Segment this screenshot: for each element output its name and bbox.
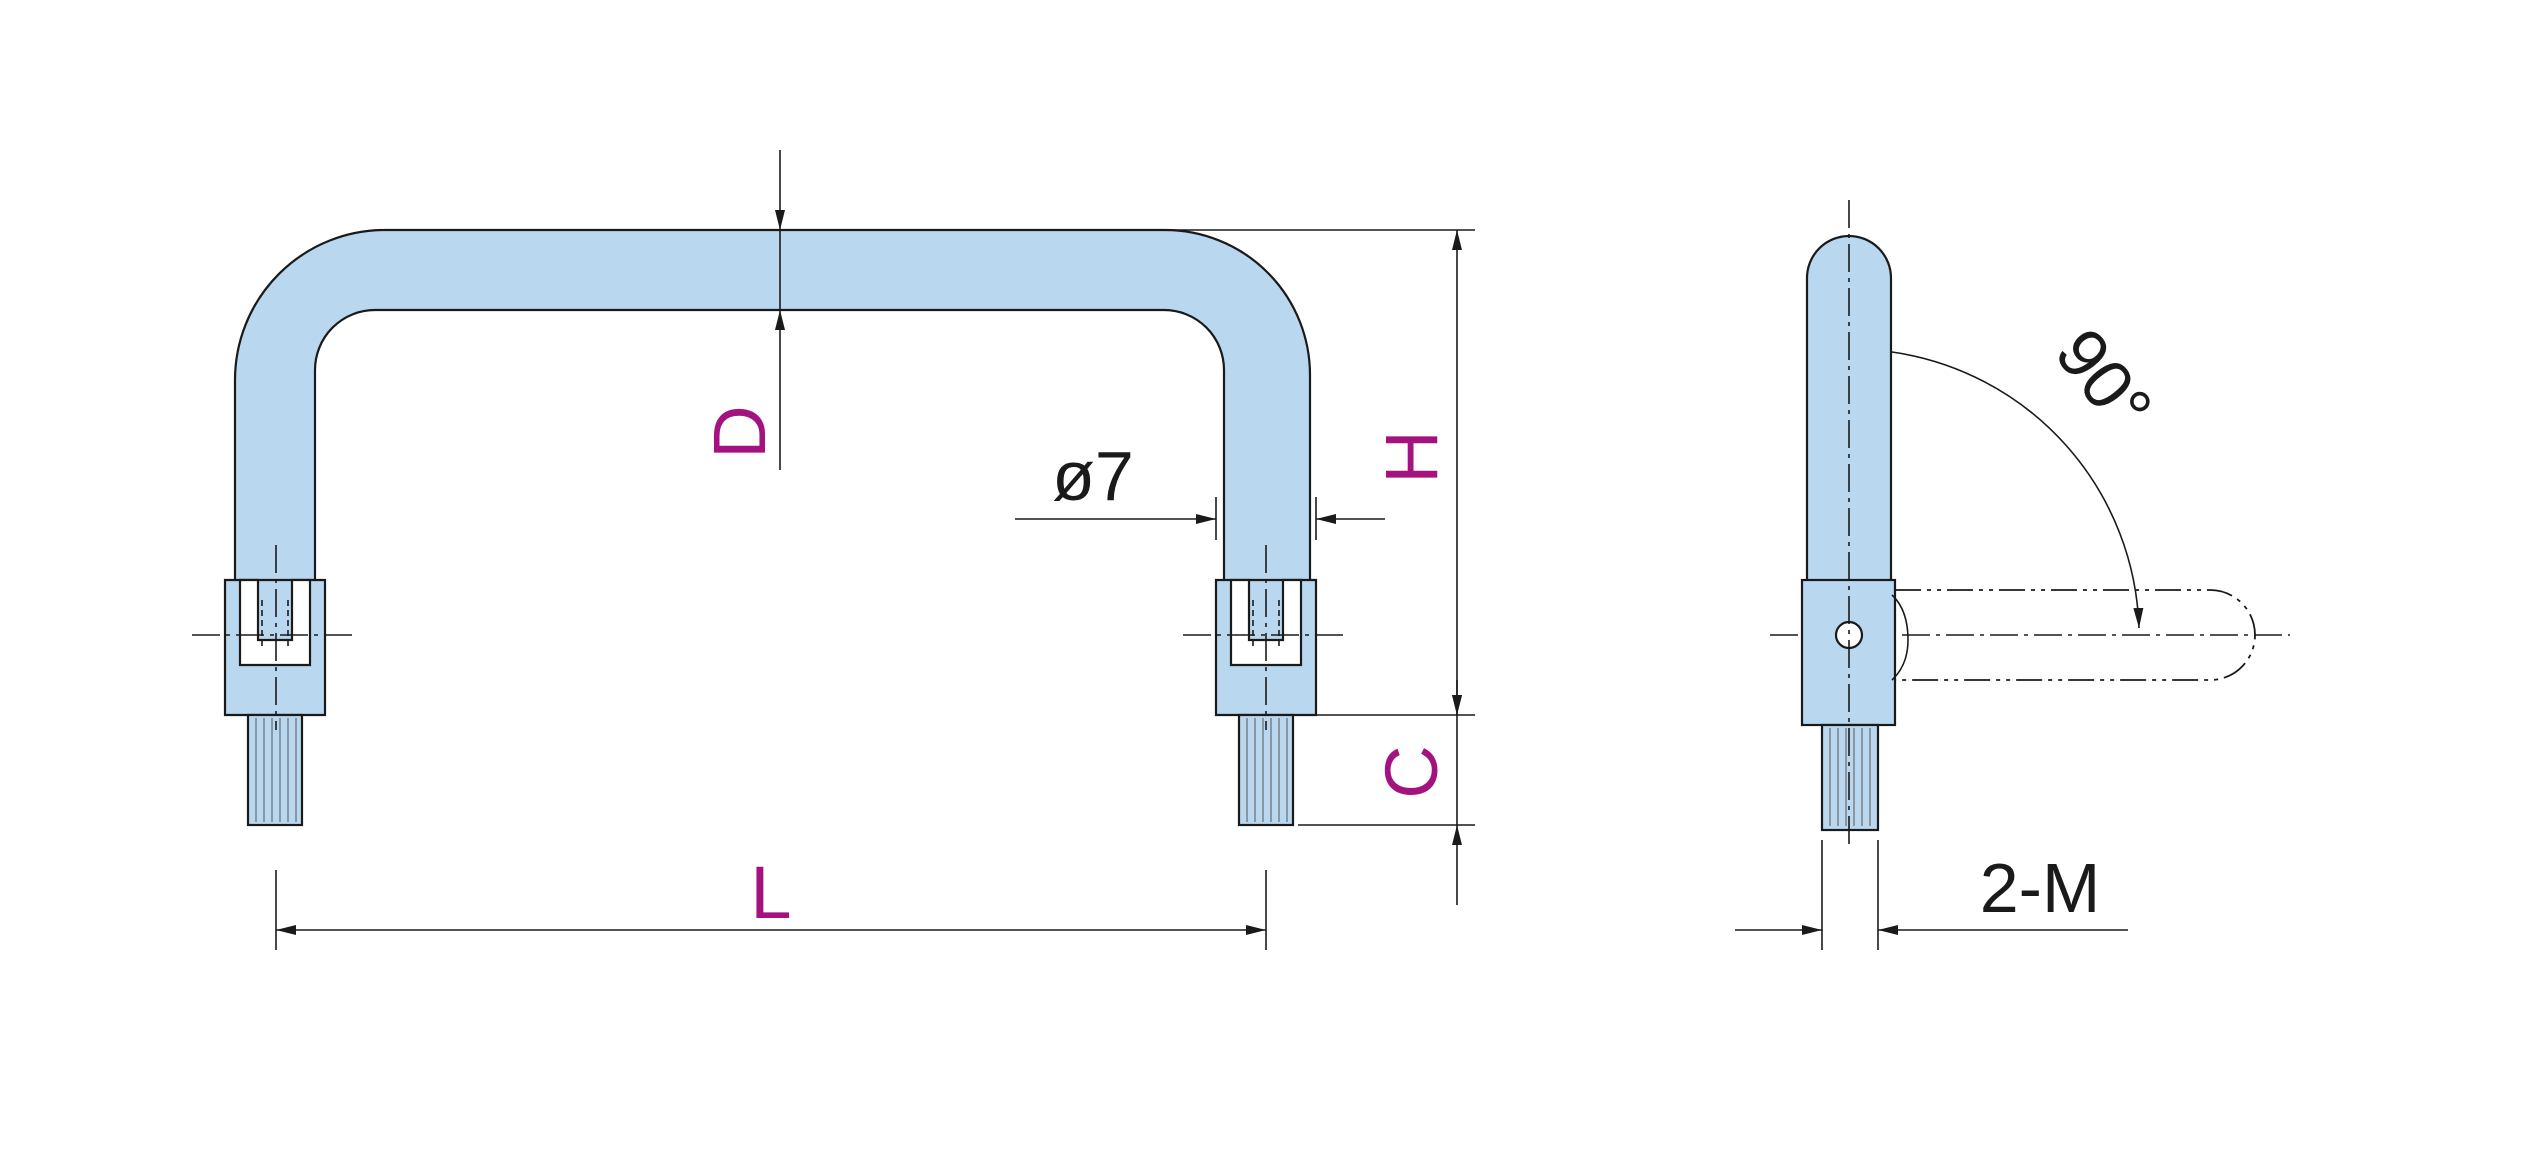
label-c: C — [1370, 745, 1453, 798]
side-bar — [1805, 234, 1893, 585]
label-diameter: ø7 — [1052, 437, 1134, 515]
dimension-diameter — [1015, 497, 1385, 540]
label-h: H — [1370, 430, 1453, 483]
front-view: D H C L ø7 — [192, 150, 1475, 950]
dimension-thread — [1735, 840, 2128, 950]
handle-bar — [233, 228, 1312, 585]
label-angle: 90° — [2041, 315, 2168, 446]
label-thread: 2-M — [1980, 849, 2101, 927]
dimension-c — [1298, 680, 1475, 905]
dimension-h — [1170, 229, 1475, 716]
left-mount — [192, 545, 358, 827]
dimension-l — [275, 870, 1267, 950]
angle-arc — [1891, 351, 2144, 629]
right-mount — [1183, 545, 1349, 827]
label-l: L — [750, 851, 791, 934]
label-d: D — [698, 405, 781, 458]
side-stud — [1820, 723, 1880, 832]
side-view: 90° 2-M — [1735, 200, 2290, 950]
